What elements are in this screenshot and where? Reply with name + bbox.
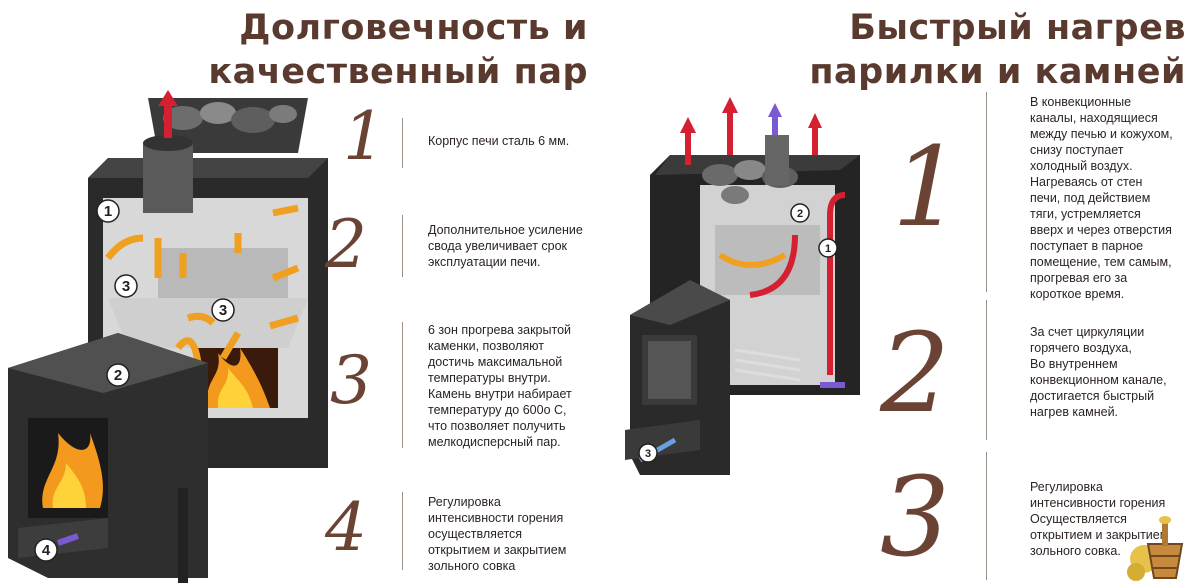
bucket-logo-icon — [1127, 516, 1184, 581]
left-callout-2: 2 — [114, 367, 122, 384]
left-item-3-number: 3 — [330, 342, 372, 419]
left-item-2-text: Дополнительное усиление свода увеличивае… — [428, 223, 583, 269]
left-title: Долговечность и качественный пар — [168, 6, 588, 94]
flame-icon — [207, 348, 270, 408]
left-item-4-number: 4 — [325, 489, 367, 566]
left-stove-illustration: 1 2 3 3 4 — [8, 90, 328, 583]
left-callout-1: 1 — [104, 203, 112, 220]
right-item-2-number: 2 — [880, 309, 950, 437]
left-item-3-text: 6 зон прогрева закрытой каменки, позволя… — [428, 323, 572, 449]
right-item-1-text: В конвекционные каналы, находящиеся межд… — [1030, 95, 1173, 301]
left-item-2-number: 2 — [325, 206, 367, 283]
right-title-line-2: парилки и камней — [809, 52, 1186, 92]
right-callout-3: 3 — [645, 448, 651, 460]
right-item-3-number: 3 — [880, 453, 950, 581]
right-item-2-text: За счет циркуляции горячего воздуха, Во … — [1030, 325, 1167, 419]
left-callout-3b: 3 — [219, 302, 227, 319]
stones-icon — [163, 102, 297, 133]
right-callout-2: 2 — [797, 208, 803, 220]
left-title-line-2: качественный пар — [208, 52, 588, 92]
right-stove-illustration: 1 2 3 — [625, 97, 860, 475]
right-callout-1: 1 — [825, 243, 831, 255]
left-item-4-divider — [402, 492, 403, 570]
left-item-2-divider — [402, 215, 403, 277]
left-item-4-text: Регулировка интенсивности горения осущес… — [428, 495, 567, 573]
left-callout-4: 4 — [42, 542, 51, 559]
right-item-2-divider — [986, 300, 987, 440]
right-item-3-divider — [986, 452, 987, 580]
left-item-3-divider — [402, 322, 403, 448]
left-title-line-1: Долговечность и — [239, 8, 588, 48]
right-item-1-number: 1 — [892, 123, 962, 251]
left-callout-3a: 3 — [122, 278, 130, 295]
right-title: Быстрый нагрев парилки и камней — [786, 6, 1186, 94]
left-item-1-divider — [402, 118, 403, 168]
left-item-1-number: 1 — [343, 98, 385, 175]
right-item-3-text: Регулировка интенсивности горения Осущес… — [1030, 480, 1169, 558]
right-item-1-divider — [986, 92, 987, 292]
left-item-1-text: Корпус печи сталь 6 мм. — [428, 134, 570, 148]
right-title-line-1: Быстрый нагрев — [849, 8, 1186, 48]
